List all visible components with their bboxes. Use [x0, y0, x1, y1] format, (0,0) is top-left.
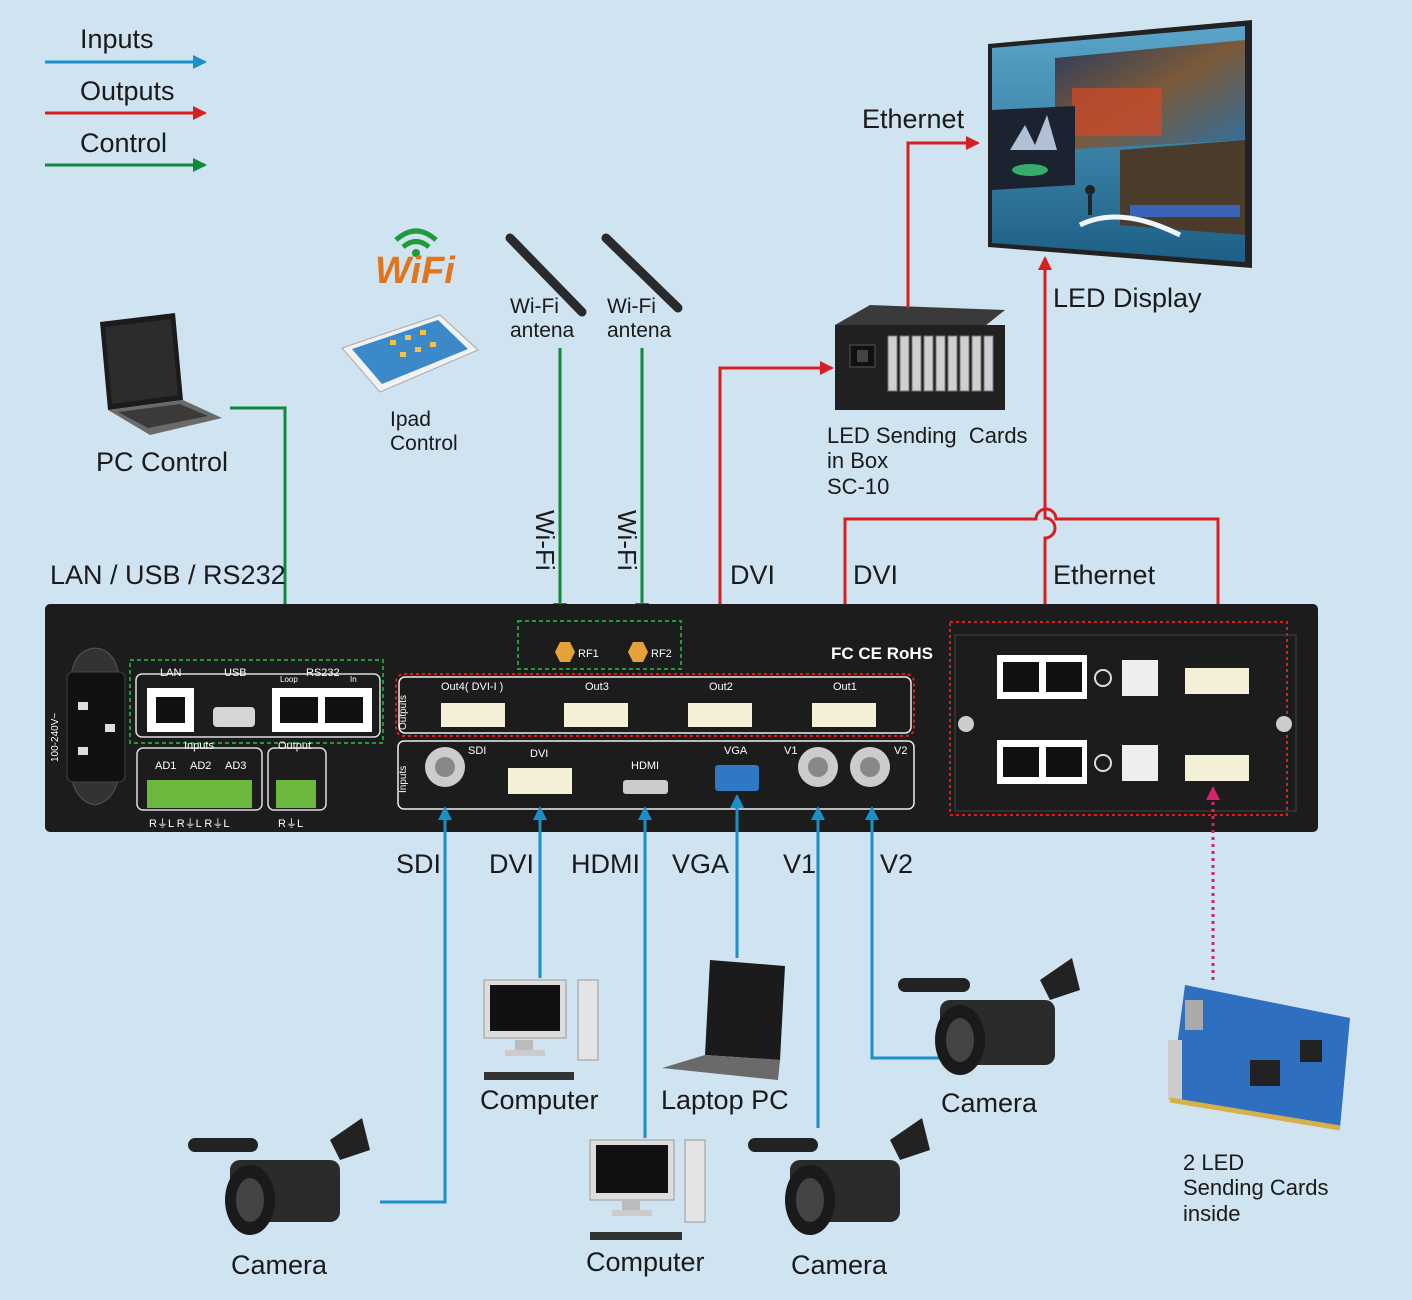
sending-card-pcb	[1168, 985, 1350, 1131]
antenna-1-label: Wi-Fi antena	[510, 295, 574, 343]
sending-cards-inside-label: 2 LED Sending Cards inside	[1183, 1150, 1329, 1226]
outputs-side-label: Outputs	[398, 694, 409, 730]
sending-box-line-2: in Box	[827, 448, 889, 474]
led-display-label: LED Display	[1053, 283, 1202, 313]
dvi-output-1-label: DVI	[730, 560, 776, 590]
led-display	[988, 20, 1252, 268]
wifi-logo-icon	[394, 228, 438, 257]
in-sdi-label: SDI	[468, 745, 487, 757]
antenna-2-label: Wi-Fi antena	[607, 295, 671, 343]
lan-port-label: LAN	[160, 667, 182, 679]
in-v2-label: V2	[894, 745, 908, 757]
pc-control-label: PC Control	[96, 447, 229, 477]
ethernet-top-label: Ethernet	[862, 104, 965, 134]
audio-output-label: Output	[278, 740, 312, 752]
input-line-sdi	[380, 806, 452, 1204]
output-line-box-to-display	[906, 136, 980, 308]
wifi-antenna-2	[601, 233, 683, 313]
computer-2	[589, 1139, 706, 1240]
v1-input-label: V1	[783, 849, 817, 879]
camera-middle-label: Camera	[791, 1250, 888, 1280]
ipad-label: Ipad Control	[390, 408, 458, 456]
power-label: 100-240V~	[50, 712, 61, 762]
camera-left-label: Camera	[231, 1250, 328, 1280]
wifi-antenna-1	[505, 233, 587, 317]
ad2-label: AD2	[190, 760, 212, 772]
ad3-label: AD3	[225, 760, 247, 772]
rf2-label: RF2	[651, 648, 672, 660]
in-v1-label: V1	[784, 745, 798, 757]
out1-label: Out1	[833, 681, 857, 693]
antenna-1-line-1: Wi-Fi	[510, 295, 559, 318]
in-vga-label: VGA	[724, 745, 748, 757]
computer-1	[483, 979, 599, 1080]
sending-cards-inside-line-2: Sending Cards	[1183, 1175, 1329, 1201]
terminal-out-label: R⏚L	[278, 818, 304, 830]
sending-cards-inside-line-1: 2 LED	[1183, 1150, 1245, 1175]
in-label: In	[350, 675, 357, 684]
ipad-label-line-2: Control	[390, 432, 458, 456]
lan-usb-rs232-label: LAN / USB / RS232	[50, 560, 286, 590]
antenna-2-line-1: Wi-Fi	[607, 295, 656, 318]
v2-input-label: V2	[880, 849, 914, 879]
camera-left	[188, 1118, 370, 1235]
dvi-input-label: DVI	[489, 849, 535, 879]
camera-middle	[748, 1118, 930, 1235]
usb-port-label: USB	[224, 667, 247, 679]
computer-1-label: Computer	[480, 1085, 599, 1115]
dvi-output-2-label: DVI	[853, 560, 899, 590]
wifi-logo-text: WiFi	[375, 250, 455, 292]
hdmi-input-label: HDMI	[571, 849, 640, 879]
sdi-input-label: SDI	[396, 849, 442, 879]
laptop-label: Laptop PC	[661, 1085, 789, 1115]
certification-marks: FC CE RoHS	[831, 644, 933, 663]
loop-label: Loop	[280, 675, 298, 684]
legend-outputs-label: Outputs	[80, 76, 175, 106]
output-line-ethernet-to-display	[1038, 256, 1057, 655]
camera-right-label: Camera	[941, 1088, 1038, 1118]
sending-box-label: LED Sending Cards in Box SC-10	[827, 423, 1028, 499]
audio-inputs-label: Inputs	[184, 740, 214, 752]
led-sending-box	[835, 305, 1005, 410]
in-dvi-label: DVI	[530, 748, 549, 760]
antenna-2-line-2: antena	[607, 319, 672, 343]
sending-box-line-1: LED Sending Cards	[827, 423, 1028, 448]
laptop-pc	[662, 960, 785, 1080]
in-hdmi-label: HDMI	[631, 760, 660, 772]
input-line-v2	[865, 806, 940, 1060]
antenna-1-line-2: antena	[510, 319, 575, 343]
computer-2-label: Computer	[586, 1247, 705, 1277]
control-line-pc	[230, 406, 292, 657]
legend-inputs-label: Inputs	[80, 24, 154, 54]
ad1-label: AD1	[155, 760, 177, 772]
sending-box-line-3: SC-10	[827, 473, 890, 499]
pc-control-laptop	[100, 313, 222, 435]
legend-control-label: Control	[80, 128, 168, 158]
ethernet-label: Ethernet	[1053, 560, 1156, 590]
vga-input-label: VGA	[672, 849, 730, 879]
sending-cards-inside-line-3: inside	[1183, 1200, 1241, 1226]
legend	[45, 55, 207, 172]
out4-label: Out4( DVI-I )	[441, 681, 504, 693]
rf1-label: RF1	[578, 648, 599, 660]
camera-right	[898, 958, 1080, 1075]
wifi-2-vertical-label: Wi-Fi	[612, 510, 642, 571]
inputs-side-label: Inputs	[398, 765, 409, 793]
rs232-port-label: RS232	[306, 667, 340, 679]
terminal-in-label: R⏚L R⏚L R⏚L	[149, 818, 230, 830]
out3-label: Out3	[585, 681, 609, 693]
output-line-out2-to-box	[718, 361, 834, 672]
out2-label: Out2	[709, 681, 733, 693]
wifi-1-vertical-label: Wi-Fi	[530, 510, 560, 571]
video-processor-panel	[45, 604, 1318, 832]
ipad-label-line-1: Ipad	[390, 408, 431, 431]
ipad-device	[341, 314, 479, 393]
